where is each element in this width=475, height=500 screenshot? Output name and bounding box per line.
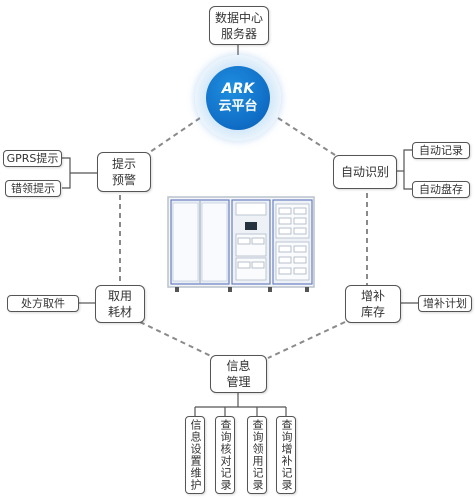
alert-line2: 预警 xyxy=(111,173,136,187)
info-item-take-records: 查询领用记录 xyxy=(247,416,267,494)
alert-node: 提示 预警 xyxy=(97,152,151,192)
info-line2: 管理 xyxy=(226,375,251,389)
cloud-label: 云平台 xyxy=(218,99,258,114)
link-restock-info xyxy=(267,321,346,359)
recognize-item-auto-inventory: 自动盘存 xyxy=(412,181,470,198)
info-item-verify-records: 查询核对记录 xyxy=(215,416,235,494)
link-take-info xyxy=(139,321,216,359)
restock-line1: 增补 xyxy=(360,289,385,303)
info-item-restock-records: 查询增补记录 xyxy=(276,416,296,494)
recognize-node: 自动识别 xyxy=(333,155,397,189)
link-cloud-recognize xyxy=(277,117,336,156)
restock-node: 增补 库存 xyxy=(345,285,401,323)
take-node: 取用 耗材 xyxy=(95,285,145,323)
ark-logo: ARK xyxy=(221,81,255,97)
info-item-settings: 信息设置维护 xyxy=(185,416,205,494)
alert-item-wrong-take: 错领提示 xyxy=(5,180,61,197)
restock-item-plan: 增补计划 xyxy=(418,295,472,312)
link-cloud-alert xyxy=(149,117,201,153)
take-item-prescription: 处方取件 xyxy=(7,295,79,312)
alert-item-gprs: GPRS提示 xyxy=(3,150,62,167)
alert-line1: 提示 xyxy=(111,157,136,171)
recognize-item-auto-record: 自动记录 xyxy=(412,142,470,159)
link-recognize-items xyxy=(403,149,412,190)
link-alert-items xyxy=(62,157,71,189)
server-node: 数据中心 服务器 xyxy=(209,6,269,45)
server-line2: 服务器 xyxy=(220,26,257,41)
info-node: 信息 管理 xyxy=(210,355,267,393)
smart-cabinet-image xyxy=(167,196,315,292)
take-line1: 取用 xyxy=(107,289,132,303)
restock-line2: 库存 xyxy=(360,305,385,319)
recognize-label: 自动识别 xyxy=(340,165,389,179)
take-line2: 耗材 xyxy=(107,305,132,319)
info-line1: 信息 xyxy=(226,359,251,373)
cloud-badge: ARK 云平台 xyxy=(206,66,270,130)
server-line1: 数据中心 xyxy=(214,10,263,25)
cloud-platform-node: ARK 云平台 xyxy=(195,55,281,141)
